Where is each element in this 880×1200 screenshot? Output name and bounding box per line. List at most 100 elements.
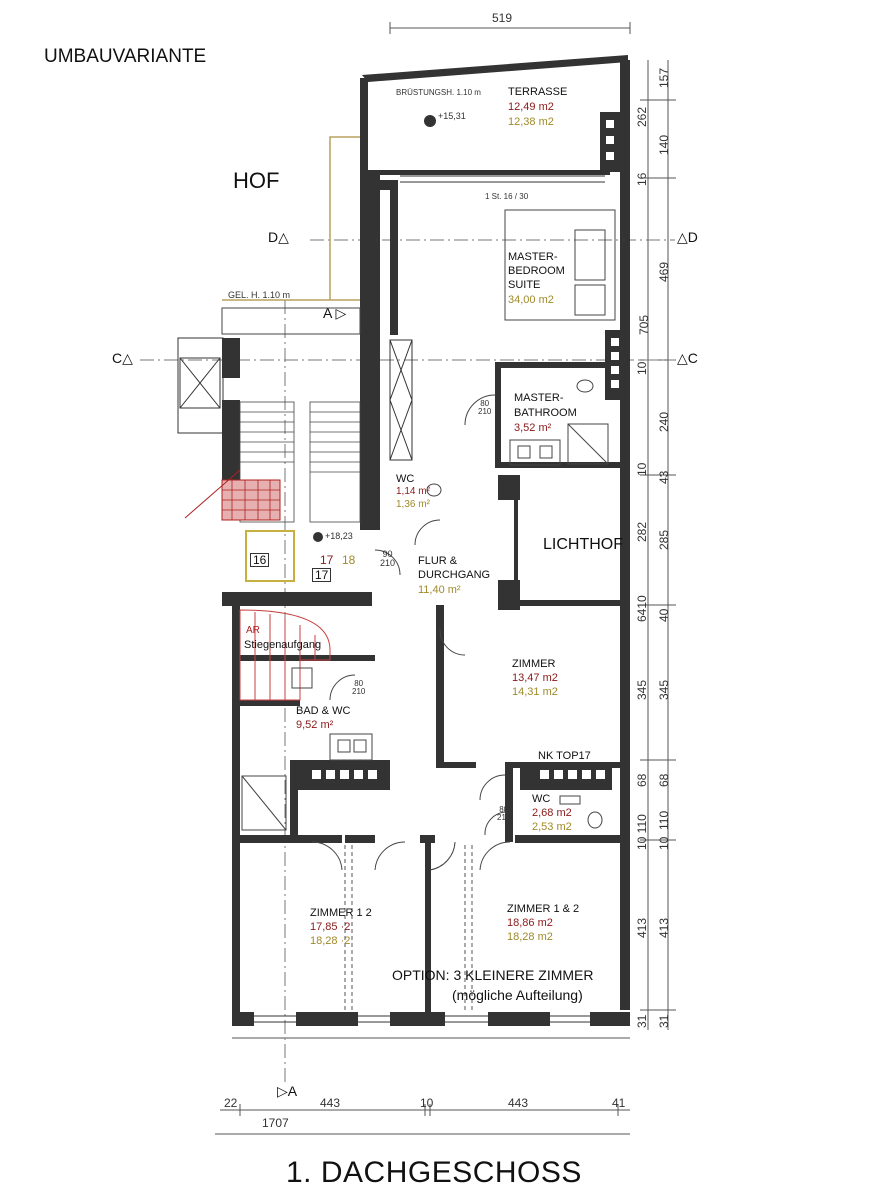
bath-area: 9,52 m² <box>296 719 334 731</box>
hallway-area: 11,40 m² <box>418 584 461 596</box>
unit-number-16: 16 <box>250 553 270 567</box>
dimension-lines <box>215 22 676 1135</box>
door-tag-bad: 80 210 <box>352 679 366 696</box>
terrace-area-red: 12,49 m2 <box>508 101 554 113</box>
parapet-height-label: BRÜSTUNGSH. 1.10 m <box>396 88 481 97</box>
dim-right-43: 43 <box>657 470 671 484</box>
section-mark-c-right: △C <box>677 350 698 366</box>
section-mark-d-right: △D <box>677 229 698 245</box>
attic-stair-code: AR <box>246 625 260 636</box>
chimney-flues <box>312 120 619 779</box>
room-right-area-red: 18,86 m2 <box>507 917 553 929</box>
master-bedroom-name-2: BEDROOM <box>508 265 565 277</box>
dim-right-10: 10 <box>657 836 671 850</box>
dim-bottom-22: 22 <box>224 1096 238 1110</box>
room-right-name: ZIMMER 1 & 2 <box>507 903 580 915</box>
room-left-name: ZIMMER 1 2 <box>310 907 372 919</box>
master-bathroom-area: 3,52 m² <box>514 422 552 434</box>
door-swings <box>311 394 511 871</box>
dim-bottom-total: 1707 <box>262 1116 289 1130</box>
section-mark-a-top: A ▷ <box>323 305 347 321</box>
hallway-name-2: DURCHGANG <box>418 569 491 581</box>
dim-right-469: 469 <box>657 261 671 282</box>
shafts <box>177 337 413 461</box>
optional-partitions <box>344 845 473 1010</box>
wc2-area-olive: 2,53 m2 <box>532 821 572 833</box>
unit-number-17a: 17 <box>320 553 334 567</box>
courtyard-railing <box>222 136 360 301</box>
master-bedroom-name-1: MASTER- <box>508 251 558 263</box>
section-mark-c-left: C△ <box>112 350 133 366</box>
dim-inner-282: 282 <box>635 521 649 542</box>
dim-inner-68: 68 <box>635 773 649 787</box>
dim-inner-10a: 10 <box>635 361 649 375</box>
dim-top: 519 <box>492 11 513 25</box>
lightwell-label: LICHTHOF <box>543 536 623 553</box>
door-tag-flur: 90 210 <box>380 549 396 568</box>
master-bathroom-name-1: MASTER- <box>514 392 564 404</box>
dim-inner-31: 31 <box>635 1014 649 1028</box>
option-note-line2: (mögliche Aufteilung) <box>452 987 583 1003</box>
room-right-area-olive: 18,28 m2 <box>507 931 553 943</box>
dim-inner-10b: 10 <box>635 462 649 476</box>
dim-right-345: 345 <box>657 679 671 700</box>
master-bathroom-name-2: BATHROOM <box>514 407 577 419</box>
dim-right-285: 285 <box>657 529 671 550</box>
wc2-area-red: 2,68 m2 <box>532 807 572 819</box>
dim-bottom-443a: 443 <box>320 1096 341 1110</box>
section-mark-d-left: D△ <box>268 229 289 245</box>
dim-right-110: 110 <box>657 810 671 830</box>
dim-bottom-10: 10 <box>420 1096 434 1110</box>
unit-number-17b: 17 <box>312 568 332 582</box>
page-title: 1. DACHGESCHOSS <box>286 1156 582 1189</box>
room-area-olive: 14,31 m2 <box>512 686 558 698</box>
dim-right-40: 40 <box>657 608 671 622</box>
dim-bottom-443b: 443 <box>508 1096 529 1110</box>
dim-right-140: 140 <box>657 134 671 155</box>
attic-stair <box>239 609 331 701</box>
dim-inner-16: 16 <box>635 172 649 186</box>
level-markers <box>313 115 436 542</box>
option-note-line1: OPTION: 3 KLEINERE ZIMMER <box>392 967 594 983</box>
terrace-level-label: +15,31 <box>438 111 466 121</box>
stair-note-label: 1 St. 16 / 30 <box>485 192 529 201</box>
dim-inner-262: 262 <box>635 106 649 127</box>
master-bedroom-name-3: SUITE <box>508 279 541 291</box>
hallway-name-1: FLUR & <box>418 555 458 567</box>
windows <box>254 175 605 1023</box>
master-bedroom-area: 34,00 m2 <box>508 294 554 306</box>
room-name: ZIMMER <box>512 658 556 670</box>
dim-right-157: 157 <box>657 67 671 88</box>
dim-right-31: 31 <box>657 1014 671 1028</box>
dim-right-240: 240 <box>657 411 671 432</box>
attic-stair-label: Stiegenaufgang <box>244 639 322 651</box>
terrace-area-olive: 12,38 m2 <box>508 116 554 128</box>
dim-right-413: 413 <box>657 917 671 938</box>
nk-top17-label: NK TOP17 <box>538 750 591 762</box>
dim-right-705: 705 <box>637 314 651 335</box>
dim-inner-6410: 6410 <box>635 595 649 622</box>
fixtures <box>241 209 616 831</box>
dim-right-68: 68 <box>657 773 671 787</box>
bath-name: BAD & WC <box>296 705 351 717</box>
dim-inner-413: 413 <box>635 917 649 938</box>
dim-inner-345: 345 <box>635 679 649 700</box>
wc-small-area-olive: 1,36 m² <box>396 499 430 510</box>
terrace-name: TERRASSE <box>508 86 568 98</box>
courtyard-label: HOF <box>233 168 280 193</box>
room-left-area-red: 17,85 ·2 <box>310 921 351 933</box>
bre-box <box>245 530 295 582</box>
room-area-red: 13,47 m2 <box>512 672 558 684</box>
dim-inner-10-110: 10 110 <box>635 814 649 850</box>
landing-level-label: +18,23 <box>325 531 353 541</box>
wc-small-area-red: 1,14 m² <box>396 486 430 497</box>
stairs <box>239 401 361 523</box>
door-tag-master-bath: 80 210 <box>478 399 492 416</box>
section-mark-a-bottom: ▷A <box>277 1083 298 1099</box>
door-tag-wc2: 80 210 <box>497 805 511 822</box>
wc-small-name: WC <box>396 473 415 485</box>
variant-label: UMBAUVARIANTE <box>44 46 207 67</box>
dim-bottom-41: 41 <box>612 1096 626 1110</box>
